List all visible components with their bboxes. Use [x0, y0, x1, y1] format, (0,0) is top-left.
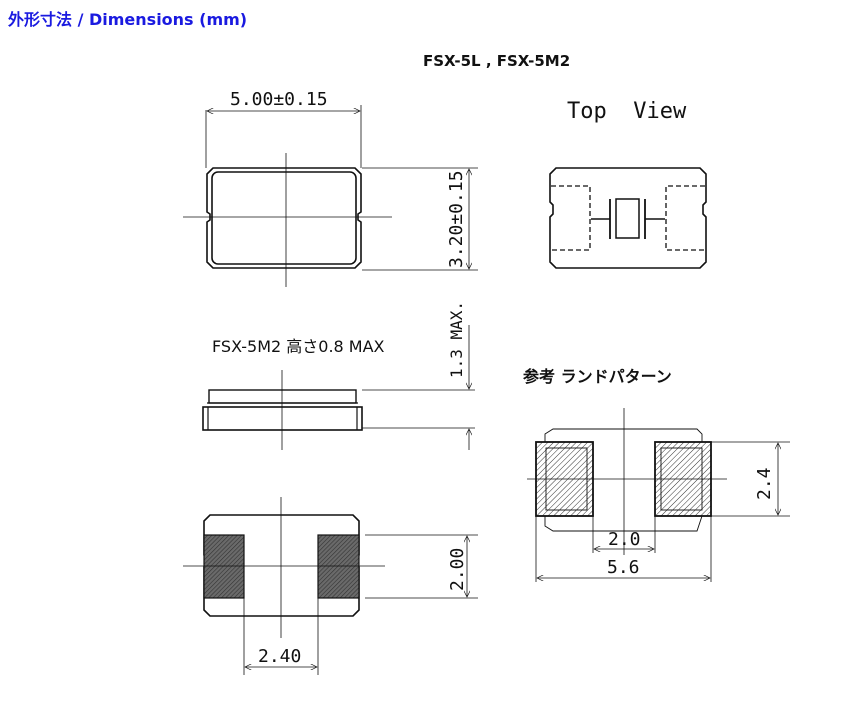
side-height-dimension: 1.3 MAX. — [447, 301, 466, 378]
model-label: FSX-5L , FSX-5M2 — [423, 52, 571, 70]
pad-right — [317, 534, 360, 599]
land-width-dimension: 5.6 — [607, 557, 640, 578]
page-title: 外形寸法 / Dimensions (mm) — [8, 10, 248, 29]
pad-height-dimension: 2.00 — [447, 548, 468, 591]
width-dimension: 5.00±0.15 — [230, 89, 328, 110]
side-view-note: FSX-5M2 高さ0.8 MAX — [212, 337, 385, 356]
bottom-view: 2.00 2.40 — [183, 497, 478, 675]
side-view: FSX-5M2 高さ0.8 MAX 1.3 MAX. — [202, 301, 475, 450]
land-pattern: 参考 ランドパターン 2.4 2.0 5.6 — [523, 367, 790, 582]
top-view-label: Top View — [567, 99, 687, 124]
top-view-schematic: Top View — [549, 99, 707, 269]
land-height-dimension: 2.4 — [754, 467, 775, 500]
height-dimension: 3.20±0.15 — [446, 170, 467, 268]
land-pattern-title: 参考 ランドパターン — [523, 367, 672, 386]
package-top-view: 5.00±0.15 3.20±0.15 — [183, 89, 478, 287]
pad-left — [203, 534, 245, 599]
pad-gap-dimension: 2.40 — [258, 646, 301, 667]
land-gap-dimension: 2.0 — [608, 529, 641, 550]
